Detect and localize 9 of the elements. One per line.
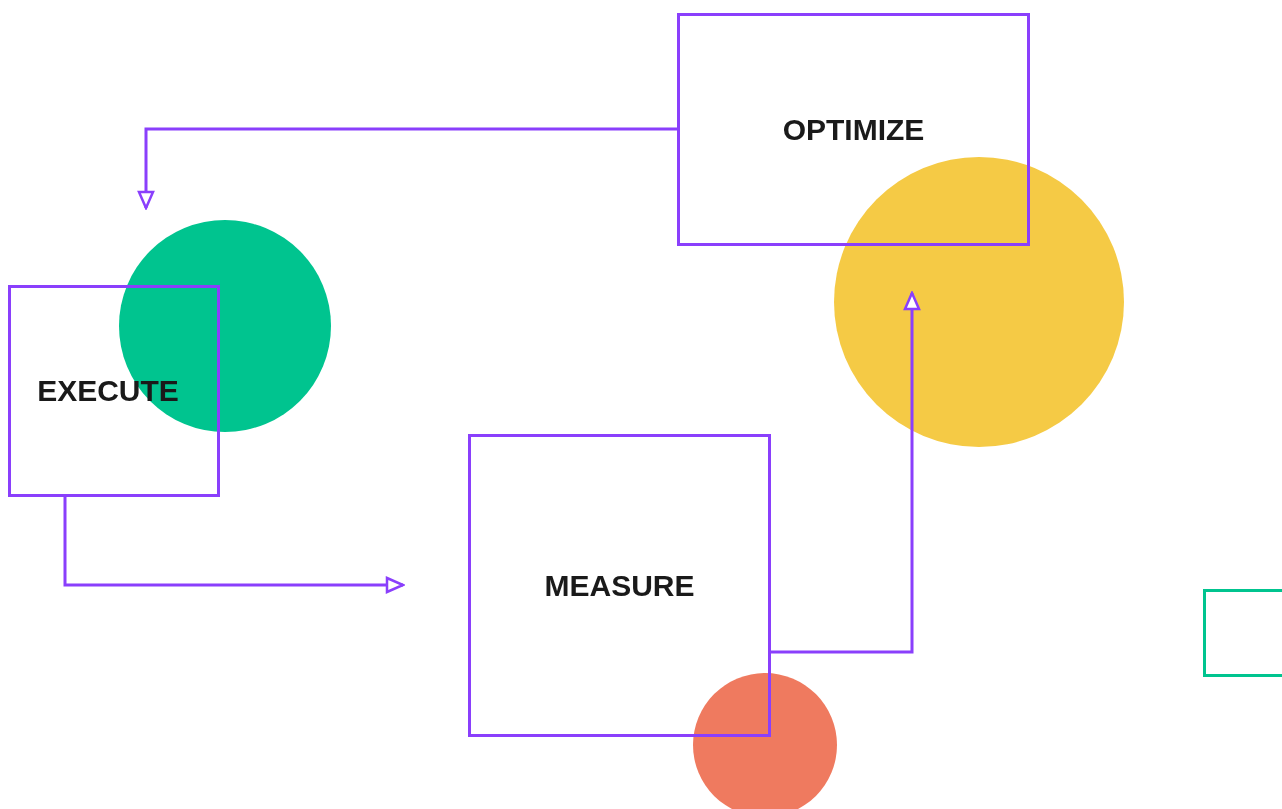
process-box — [468, 434, 771, 737]
arrow — [63, 497, 405, 594]
arrow — [771, 291, 921, 654]
outline-box — [1203, 589, 1282, 677]
arrow — [137, 127, 677, 210]
process-box — [8, 285, 220, 497]
process-box — [677, 13, 1030, 246]
step-label: MEASURE — [544, 568, 695, 603]
step-label: OPTIMIZE — [782, 112, 925, 147]
